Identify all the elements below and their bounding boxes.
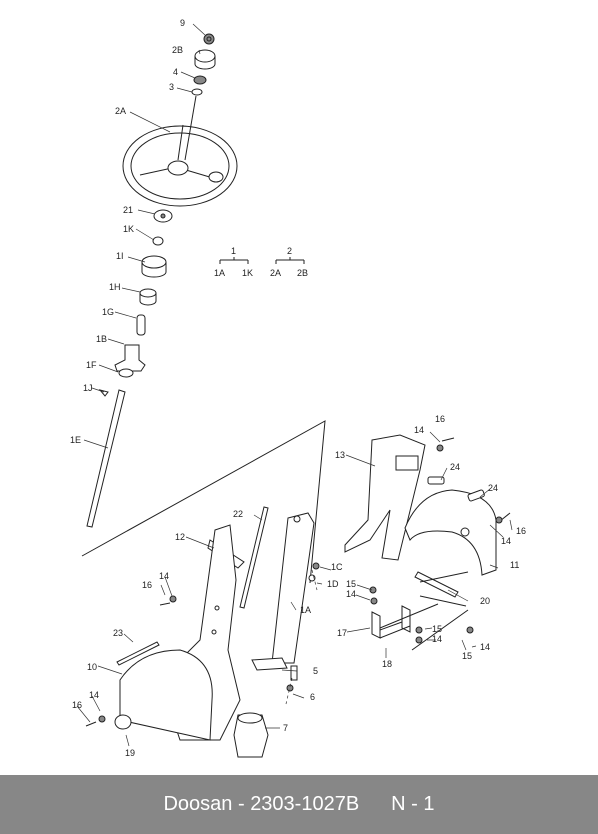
part-7-steering-unit [233, 712, 269, 758]
part-1k-snap-ring [152, 236, 164, 246]
callout-5: 5 [313, 666, 318, 676]
callout-1g: 1G [102, 307, 114, 317]
part-3-washer [191, 88, 203, 96]
part-21-washer [153, 209, 173, 223]
part-16-bolt-top [436, 437, 455, 452]
callout-9: 9 [180, 18, 185, 28]
callout-1d: 1D [327, 579, 339, 589]
callout-1c: 1C [331, 562, 343, 572]
footer-brand: Doosan [163, 793, 233, 815]
part-1g-spacer [136, 314, 146, 336]
callout-16-top: 16 [435, 414, 445, 424]
callout-24-a: 24 [450, 462, 460, 472]
callout-13: 13 [335, 450, 345, 460]
callout-1b: 1B [96, 334, 107, 344]
footer-bar: Doosan - 2303-1027B N - 1 [0, 775, 598, 834]
part-22-rod [239, 506, 269, 609]
callout-14-b1: 14 [432, 634, 442, 644]
callout-17: 17 [337, 628, 347, 638]
callout-15-b1: 15 [432, 624, 442, 634]
legend-bracket-2 [275, 257, 305, 264]
legend-1: 1 [231, 246, 236, 256]
callout-22: 22 [233, 509, 243, 519]
callout-6: 6 [310, 692, 315, 702]
callout-14-top: 14 [414, 425, 424, 435]
exploded-parts-diagram: 9 2B 4 3 2A 21 1K 1I 1H 1G 1B 1F 1J 1E 1… [70, 18, 526, 758]
callout-21: 21 [123, 205, 133, 215]
callout-14-b2: 14 [480, 642, 490, 652]
part-1f-seal [118, 368, 134, 378]
callout-10: 10 [87, 662, 97, 672]
callout-19: 19 [125, 748, 135, 758]
callout-16-left: 16 [142, 580, 152, 590]
part-13-column-support [344, 434, 426, 561]
callout-16-right: 16 [516, 526, 526, 536]
legend-2: 2 [287, 246, 292, 256]
part-16-bolt-right [495, 512, 511, 524]
callout-14-bottom: 14 [89, 690, 99, 700]
callout-1i: 1I [116, 251, 124, 261]
legend-1a: 1A [214, 268, 225, 278]
footer-separator: - [232, 793, 251, 815]
callout-14-left: 14 [159, 571, 169, 581]
footer-part-number: 2303-1027B [250, 793, 360, 815]
callout-7: 7 [283, 723, 288, 733]
legend-bracket-1 [219, 257, 249, 264]
part-11-shroud [404, 489, 497, 576]
callout-15-b2: 15 [462, 651, 472, 661]
part-1e-steering-shaft [86, 389, 126, 528]
part-1i-bushing [141, 255, 167, 278]
part-16-bolt-bottom [85, 715, 106, 727]
legend-2b: 2B [297, 268, 308, 278]
callout-18: 18 [382, 659, 392, 669]
footer-page-ref: N - 1 [391, 793, 435, 815]
callout-4: 4 [173, 67, 178, 77]
part-4-nut [193, 75, 207, 85]
part-14-washer-b3 [370, 597, 378, 605]
callout-20: 20 [480, 596, 490, 606]
callout-labels: 9 2B 4 3 2A 21 1K 1I 1H 1G 1B 1F 1J 1E 1… [70, 18, 526, 758]
callout-15-mid: 15 [346, 579, 356, 589]
callout-1e: 1E [70, 435, 81, 445]
legend-2a: 2A [270, 268, 281, 278]
callout-12: 12 [175, 532, 185, 542]
part-2b-horn-cap [194, 49, 216, 70]
part-16-bolt-left [159, 595, 177, 606]
callout-2b: 2B [172, 45, 183, 55]
callout-23: 23 [113, 628, 123, 638]
part-10-pedestal-body [119, 524, 241, 741]
callout-1k: 1K [123, 224, 134, 234]
part-6-washer [286, 684, 294, 692]
callout-24-b: 24 [488, 483, 498, 493]
callout-1f: 1F [86, 360, 97, 370]
callout-14-mid: 14 [346, 589, 356, 599]
part-2a-steering-wheel [122, 95, 238, 207]
part-1b-column-tube [114, 344, 146, 372]
part-14-washer-b1 [415, 636, 423, 644]
part-1c-bolt [312, 562, 320, 570]
part-1h-bearing [139, 288, 157, 306]
part-17-bracket [371, 605, 411, 639]
legend: 1 1A 1K 2 2A 2B [214, 246, 308, 278]
part-15-bolt-b2 [466, 626, 474, 634]
callout-3: 3 [169, 82, 174, 92]
callout-1a: 1A [300, 605, 311, 615]
part-20-plate [414, 571, 459, 598]
callout-11: 11 [510, 560, 519, 570]
part-23-pin [116, 641, 160, 666]
callout-14-right: 14 [501, 536, 511, 546]
part-9-nut [203, 33, 215, 45]
callout-1h: 1H [109, 282, 121, 292]
part-15-bolt-b3 [369, 586, 377, 594]
callout-16-bottom: 16 [72, 700, 82, 710]
callout-1j: 1J [83, 383, 93, 393]
part-1a-column [251, 512, 315, 671]
callout-2a: 2A [115, 106, 126, 116]
legend-1k: 1K [242, 268, 253, 278]
part-15-bolt-b1 [415, 626, 423, 634]
part-19-knob [114, 714, 132, 730]
part-24-rubber-pad-a [427, 476, 445, 485]
part-5-bolt [290, 665, 298, 681]
part-24-rubber-pad-b [467, 489, 485, 502]
